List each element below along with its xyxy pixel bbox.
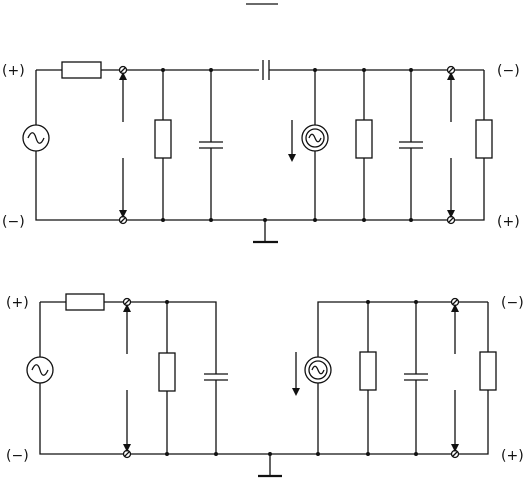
top-right-ac-source-wave-icon (308, 133, 322, 143)
top-right-top-terminal-label: (−) (497, 63, 520, 79)
top-left-ac-source-wave-icon (27, 132, 45, 144)
bottom-left-port (122, 297, 132, 459)
bottom-right-top-terminal-label: (−) (501, 295, 523, 311)
bottom-load-resistor (479, 351, 497, 391)
bottom-junction-3 (214, 452, 218, 456)
bottom-right-bottom-terminal-label: (+) (501, 448, 523, 464)
top-ground-junction (263, 218, 267, 222)
bottom-right-shunt-resistor (359, 351, 377, 391)
circuit-bottom: (+) (−) (−) (+) (6, 293, 523, 478)
top-right-port (446, 65, 456, 225)
top-left-port (118, 65, 128, 225)
top-series-resistor (61, 61, 102, 79)
top-left-bottom-terminal-label: (−) (2, 214, 25, 230)
top-left-loop-wire (35, 69, 259, 221)
bottom-right-top-wire (317, 301, 488, 357)
circuit-top: (+) (−) (−) (+) (2, 60, 520, 244)
bottom-left-top-terminal-label: (+) (6, 295, 29, 311)
bottom-left-loop-wire (39, 301, 217, 455)
bottom-left-shunt-resistor (158, 352, 176, 392)
top-load-wire (455, 70, 485, 221)
top-left-shunt-resistor (154, 119, 172, 159)
top-left-top-terminal-label: (+) (2, 63, 25, 79)
bottom-load-wire (459, 302, 489, 455)
bottom-right-ac-source-wave-icon (311, 365, 325, 375)
bottom-series-resistor (65, 293, 105, 311)
bottom-left-ac-source-wave-icon (31, 364, 49, 376)
top-load-resistor (475, 119, 493, 159)
bottom-junction-4 (316, 452, 320, 456)
top-right-bottom-terminal-label: (+) (497, 214, 520, 230)
bottom-right-port (450, 297, 460, 459)
top-right-shunt-resistor (355, 119, 373, 159)
bottom-ground-junction (268, 452, 272, 456)
bottom-left-bottom-terminal-label: (−) (6, 448, 29, 464)
